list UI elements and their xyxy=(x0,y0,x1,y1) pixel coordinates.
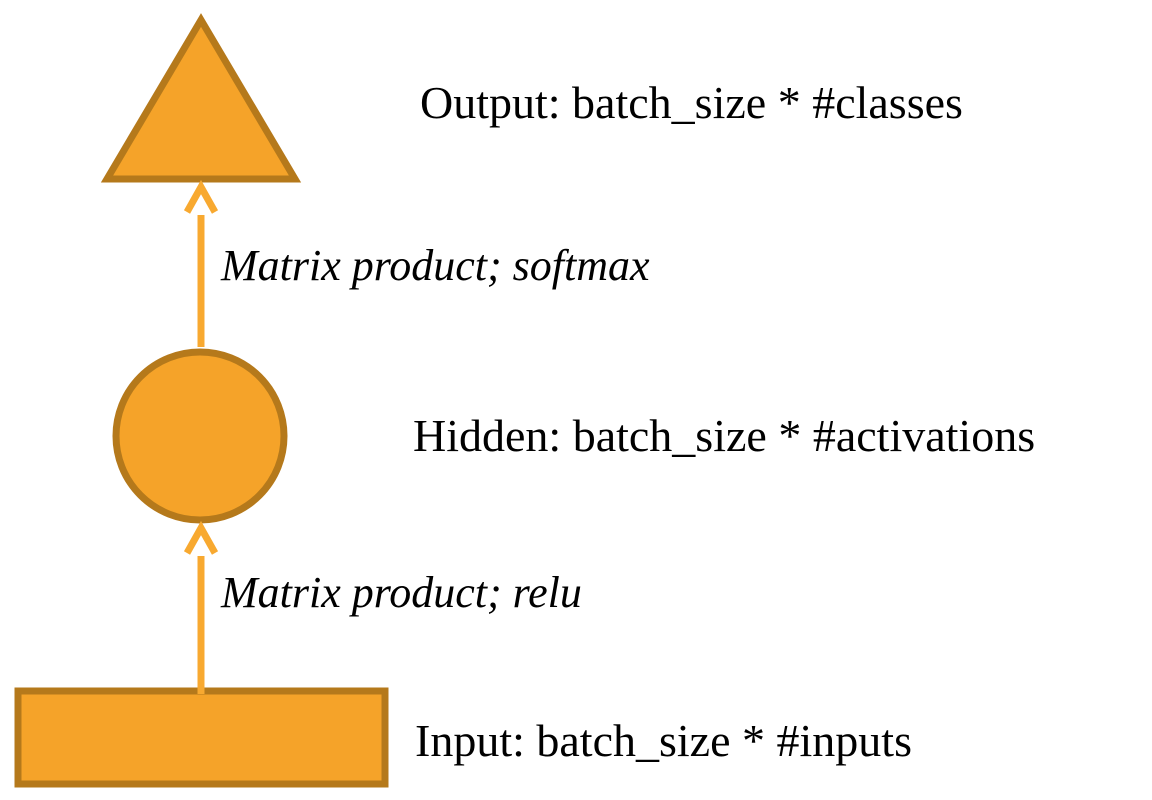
output-node-label: Output: batch_size * #classes xyxy=(420,77,963,128)
hidden-node-label: Hidden: batch_size * #activations xyxy=(413,410,1036,461)
arrow-hidden-to-output-head-icon xyxy=(183,179,219,214)
input-node-label: Input: batch_size * #inputs xyxy=(415,715,912,766)
hidden-circle-shape xyxy=(112,348,288,524)
input-rectangle-shape xyxy=(14,687,389,788)
arrow-input-to-hidden-head-icon xyxy=(183,520,219,555)
arrow-input-to-hidden xyxy=(183,520,219,694)
edge-label-relu: Matrix product; relu xyxy=(221,568,582,617)
arrow-hidden-to-output xyxy=(183,179,219,347)
output-triangle-shape xyxy=(100,13,302,183)
edge-label-softmax: Matrix product; softmax xyxy=(221,241,650,290)
